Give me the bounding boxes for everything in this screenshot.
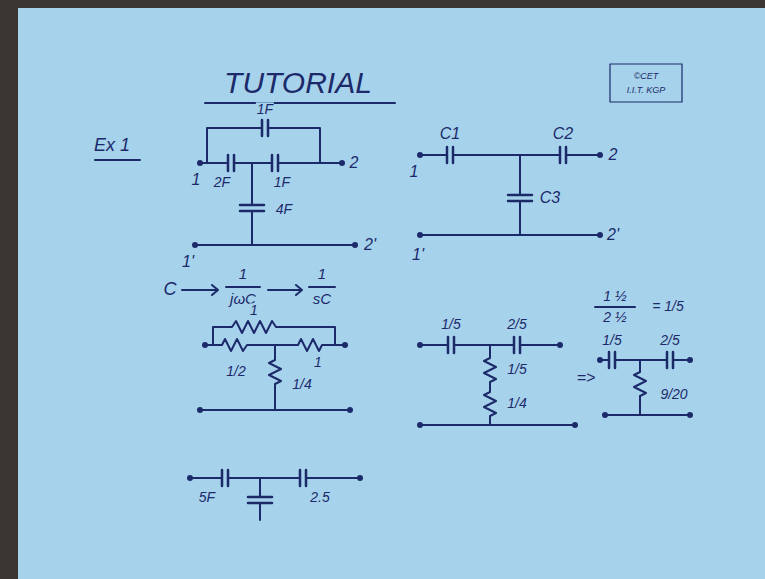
fraction-bar bbox=[595, 306, 635, 308]
elastance-value: 1/4 bbox=[506, 396, 527, 411]
terminal-dot bbox=[597, 232, 603, 238]
elastance-value: 1 bbox=[313, 355, 323, 370]
formula-term: = 1/5 bbox=[651, 299, 685, 314]
terminal-dot bbox=[597, 357, 603, 363]
exercise-label: Ex 1 bbox=[93, 136, 131, 156]
ex-underline bbox=[95, 159, 140, 161]
capacitor-name: C2 bbox=[552, 125, 574, 143]
terminal-dot bbox=[352, 242, 358, 248]
wire bbox=[420, 345, 575, 425]
terminal-label: 1 bbox=[191, 171, 202, 189]
terminal-dot bbox=[557, 342, 563, 348]
elastance-value: 1/5 bbox=[506, 362, 527, 377]
elastance-value: 1/5 bbox=[440, 317, 461, 332]
paper-sheet bbox=[18, 8, 765, 579]
resistor-network bbox=[200, 321, 350, 410]
capacitor-name: C3 bbox=[539, 189, 561, 207]
formula-term: 1 ½ bbox=[602, 289, 627, 304]
capacitor-symbol bbox=[222, 470, 306, 503]
terminal-dot bbox=[339, 160, 345, 166]
terminal-dot bbox=[687, 412, 693, 418]
elastance-value: 1/4 bbox=[291, 377, 312, 392]
elastance-value: 1 bbox=[249, 303, 259, 318]
terminal-dot bbox=[197, 407, 203, 413]
watermark: ©CET bbox=[633, 72, 660, 82]
terminal-dot bbox=[417, 152, 423, 158]
terminal-dot bbox=[597, 152, 603, 158]
capacitance-value: 2F bbox=[213, 175, 231, 190]
terminal-dot bbox=[357, 475, 363, 481]
terminal-dot bbox=[202, 342, 208, 348]
capacitor-symbol bbox=[609, 352, 673, 368]
capacitance-value: 1F bbox=[273, 175, 291, 190]
terminal-dot bbox=[572, 422, 578, 428]
terminal-dots bbox=[187, 152, 693, 481]
terminal-dot bbox=[192, 242, 198, 248]
terminal-dot bbox=[342, 342, 348, 348]
title-underline bbox=[205, 102, 395, 104]
elastance-value: 2/5 bbox=[506, 317, 527, 332]
capacitance-value: 1F bbox=[256, 102, 274, 117]
title-text: TUTORIAL bbox=[223, 66, 373, 99]
fraction-bar bbox=[226, 286, 335, 288]
terminal-dot bbox=[417, 342, 423, 348]
terminal-label: 2 bbox=[608, 146, 619, 164]
wire bbox=[600, 360, 690, 415]
formula-term: 2 ½ bbox=[602, 310, 627, 325]
ink bbox=[95, 64, 690, 520]
terminal-label: 2' bbox=[363, 236, 377, 254]
elastance-value: 9/20 bbox=[659, 387, 688, 402]
terminal-dot bbox=[197, 160, 203, 166]
terminal-dot bbox=[417, 422, 423, 428]
wire bbox=[190, 478, 360, 520]
capacitor-symbol bbox=[448, 337, 520, 353]
terminal-dot bbox=[602, 412, 608, 418]
wire bbox=[195, 128, 355, 245]
terminal-label: 1' bbox=[181, 253, 195, 271]
terminal-dot bbox=[417, 232, 423, 238]
capacitance-value: 2.5 bbox=[309, 490, 330, 505]
terminal-dot bbox=[187, 475, 193, 481]
terminal-label: 1 bbox=[409, 163, 420, 181]
terminal-label: 2 bbox=[349, 154, 360, 172]
formula-term: 1 bbox=[317, 266, 327, 283]
formula-term: sC bbox=[312, 291, 332, 308]
implies-sign: => bbox=[576, 369, 597, 387]
capacitor-name: C1 bbox=[439, 125, 461, 143]
elastance-value: 1/2 bbox=[225, 364, 246, 379]
terminal-dot bbox=[687, 357, 693, 363]
capacitance-value: 4F bbox=[275, 202, 293, 217]
formula-term: 1 bbox=[238, 266, 248, 283]
symbol-label: C bbox=[163, 280, 178, 300]
elastance-value: 2/5 bbox=[659, 333, 680, 348]
capacitor-symbol bbox=[228, 120, 278, 211]
capacitance-value: 5F bbox=[198, 490, 216, 505]
terminal-label: 1' bbox=[411, 246, 425, 264]
watermark-box bbox=[610, 64, 682, 102]
elastance-value: 1/5 bbox=[601, 333, 622, 348]
terminal-label: 2' bbox=[606, 226, 620, 244]
watermark: I.I.T. KGP bbox=[626, 86, 667, 96]
terminal-dot bbox=[347, 407, 353, 413]
